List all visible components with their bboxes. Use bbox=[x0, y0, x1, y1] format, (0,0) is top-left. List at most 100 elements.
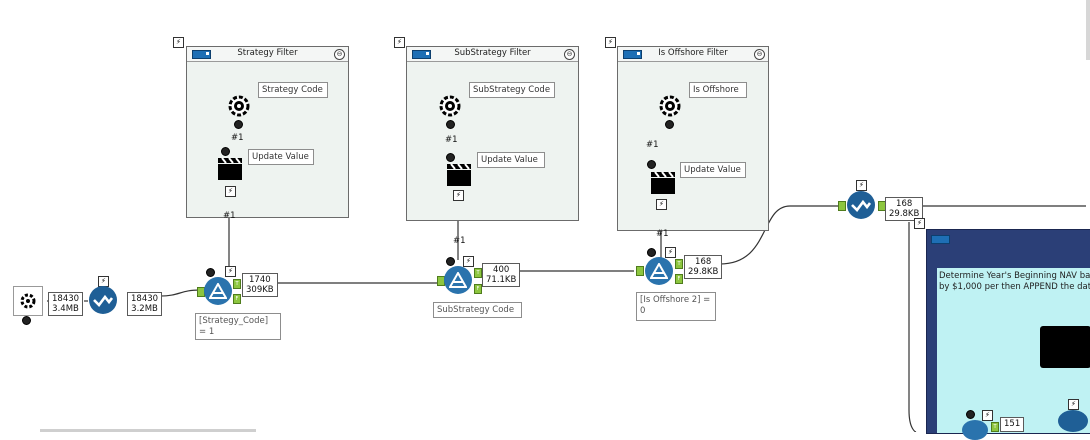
comment-substrategy-code[interactable]: SubStrategy Code bbox=[469, 82, 555, 98]
horizontal-scrollbar[interactable] bbox=[40, 429, 256, 432]
tool-bolt-icon[interactable]: ⚡ bbox=[982, 410, 993, 421]
count-badge-select2: 168 29.8KB bbox=[885, 197, 924, 221]
comment-update-value[interactable]: Update Value bbox=[477, 152, 545, 168]
filter-tool[interactable] bbox=[444, 266, 472, 294]
filter-tool-partial[interactable] bbox=[962, 420, 988, 440]
tool-bolt-icon[interactable]: ⚡ bbox=[225, 266, 236, 277]
join-tool-partial[interactable] bbox=[1058, 410, 1088, 432]
row-count: 18430 bbox=[52, 294, 80, 304]
connector-dot[interactable] bbox=[647, 160, 656, 169]
tool-bolt-icon[interactable]: ⚡ bbox=[1068, 399, 1079, 410]
tool-bolt-icon[interactable]: ⚡ bbox=[665, 247, 676, 258]
container-is-offshore-filter[interactable]: Is Offshore Filter ⊖ bbox=[617, 46, 769, 231]
row-count: 151 bbox=[1004, 419, 1021, 429]
connector-dot[interactable] bbox=[665, 120, 674, 129]
container-header[interactable]: SubStrategy Filter ⊖ bbox=[407, 47, 578, 62]
collapse-icon[interactable]: ⊖ bbox=[754, 49, 765, 60]
false-anchor[interactable]: F bbox=[474, 284, 482, 294]
connection-label: #1 bbox=[445, 135, 458, 145]
container-header[interactable]: Strategy Filter ⊖ bbox=[187, 47, 348, 62]
clapperboard-icon[interactable] bbox=[649, 168, 677, 196]
connector-dot[interactable] bbox=[446, 120, 455, 129]
container-title: SubStrategy Filter bbox=[454, 48, 531, 58]
black-tool-block[interactable] bbox=[1040, 326, 1090, 368]
clapperboard-icon[interactable] bbox=[216, 154, 244, 182]
input-data-icon bbox=[20, 293, 36, 309]
row-count: 400 bbox=[493, 265, 510, 275]
tool-bolt-icon[interactable]: ⚡ bbox=[463, 256, 474, 267]
input-tool[interactable] bbox=[13, 286, 43, 316]
comment-strategy-code[interactable]: Strategy Code bbox=[258, 82, 328, 98]
filter-tool[interactable] bbox=[204, 277, 232, 305]
connector-dot[interactable] bbox=[234, 120, 243, 129]
collapse-icon[interactable]: ⊖ bbox=[334, 49, 345, 60]
connector-dot[interactable] bbox=[206, 268, 215, 277]
input-anchor[interactable] bbox=[636, 266, 644, 276]
collapse-icon[interactable]: ⊖ bbox=[564, 49, 575, 60]
container-flag-icon bbox=[623, 50, 642, 59]
row-count: 18430 bbox=[131, 294, 159, 304]
filter-annotation[interactable]: [Strategy_Code] = 1 bbox=[195, 313, 281, 340]
vertical-scrollbar[interactable] bbox=[1086, 0, 1090, 60]
filter-triangle-icon bbox=[449, 272, 467, 288]
select-tool[interactable] bbox=[847, 191, 875, 219]
connector-dot[interactable] bbox=[966, 410, 975, 419]
connection-label: #1 bbox=[656, 229, 669, 239]
container-strategy-filter[interactable]: Strategy Filter ⊖ bbox=[186, 46, 349, 218]
clapperboard-icon[interactable] bbox=[445, 160, 473, 188]
connector-dot[interactable] bbox=[221, 147, 230, 156]
filter-tool[interactable] bbox=[645, 257, 673, 285]
gear-icon[interactable] bbox=[435, 91, 465, 121]
container-title: Is Offshore Filter bbox=[658, 48, 728, 58]
true-anchor[interactable]: T bbox=[675, 259, 683, 269]
connector-dot[interactable] bbox=[446, 153, 455, 162]
gear-icon[interactable] bbox=[224, 91, 254, 121]
input-anchor[interactable] bbox=[838, 201, 846, 211]
false-anchor[interactable]: F bbox=[233, 294, 241, 304]
count-badge-select1: 18430 3.2MB bbox=[127, 292, 163, 316]
connection-label: #1 bbox=[646, 140, 659, 150]
container-bolt-icon[interactable]: ⚡ bbox=[605, 37, 616, 48]
connection-label: #1 bbox=[453, 236, 466, 246]
size-count: 71.1KB bbox=[486, 275, 517, 285]
count-badge-bottom: 151 bbox=[1000, 417, 1025, 432]
container-flag-icon bbox=[412, 50, 431, 59]
select-tool[interactable] bbox=[89, 286, 117, 314]
true-anchor[interactable]: T bbox=[991, 422, 999, 432]
container-header[interactable]: Is Offshore Filter ⊖ bbox=[618, 47, 768, 62]
row-count: 168 bbox=[896, 199, 913, 209]
gear-icon[interactable] bbox=[655, 91, 685, 121]
true-anchor[interactable]: T bbox=[474, 268, 482, 278]
tool-bolt-icon[interactable]: ⚡ bbox=[656, 199, 667, 210]
connection-label: #1 bbox=[223, 211, 236, 221]
false-anchor[interactable]: F bbox=[675, 274, 683, 284]
checkmark-icon bbox=[851, 199, 871, 212]
comment-update-value[interactable]: Update Value bbox=[680, 162, 746, 178]
comment-update-value[interactable]: Update Value bbox=[248, 149, 314, 165]
tool-bolt-icon[interactable]: ⚡ bbox=[225, 186, 236, 197]
tool-bolt-icon[interactable]: ⚡ bbox=[914, 218, 925, 229]
row-count: 1740 bbox=[249, 275, 271, 285]
size-count: 3.4MB bbox=[52, 304, 79, 314]
filter-annotation[interactable]: SubStrategy Code bbox=[433, 302, 522, 318]
tool-bolt-icon[interactable]: ⚡ bbox=[856, 180, 867, 191]
comment-is-offshore[interactable]: Is Offshore bbox=[689, 82, 747, 98]
container-note[interactable]: Determine Year's Beginning NAV base by $… bbox=[939, 271, 1090, 293]
filter-annotation[interactable]: [Is Offshore 2] = 0 bbox=[636, 292, 716, 321]
true-anchor[interactable]: T bbox=[233, 279, 241, 289]
container-bolt-icon[interactable]: ⚡ bbox=[173, 37, 184, 48]
connector-dot[interactable] bbox=[22, 316, 31, 325]
container-substrategy-filter[interactable]: SubStrategy Filter ⊖ bbox=[406, 46, 579, 221]
connector-dot[interactable] bbox=[647, 248, 656, 257]
count-badge-input: 18430 3.4MB bbox=[48, 292, 84, 316]
filter-triangle-icon bbox=[650, 263, 668, 279]
container-nav-base[interactable]: Determine Year's Beginning NAV base by $… bbox=[926, 229, 1090, 434]
count-badge-filter1: 1740 309KB bbox=[242, 273, 278, 297]
filter-triangle-icon bbox=[209, 283, 227, 299]
container-bolt-icon[interactable]: ⚡ bbox=[394, 37, 405, 48]
size-count: 29.8KB bbox=[889, 209, 920, 219]
connector-dot[interactable] bbox=[446, 257, 455, 266]
checkmark-icon bbox=[93, 294, 113, 307]
tool-bolt-icon[interactable]: ⚡ bbox=[453, 190, 464, 201]
